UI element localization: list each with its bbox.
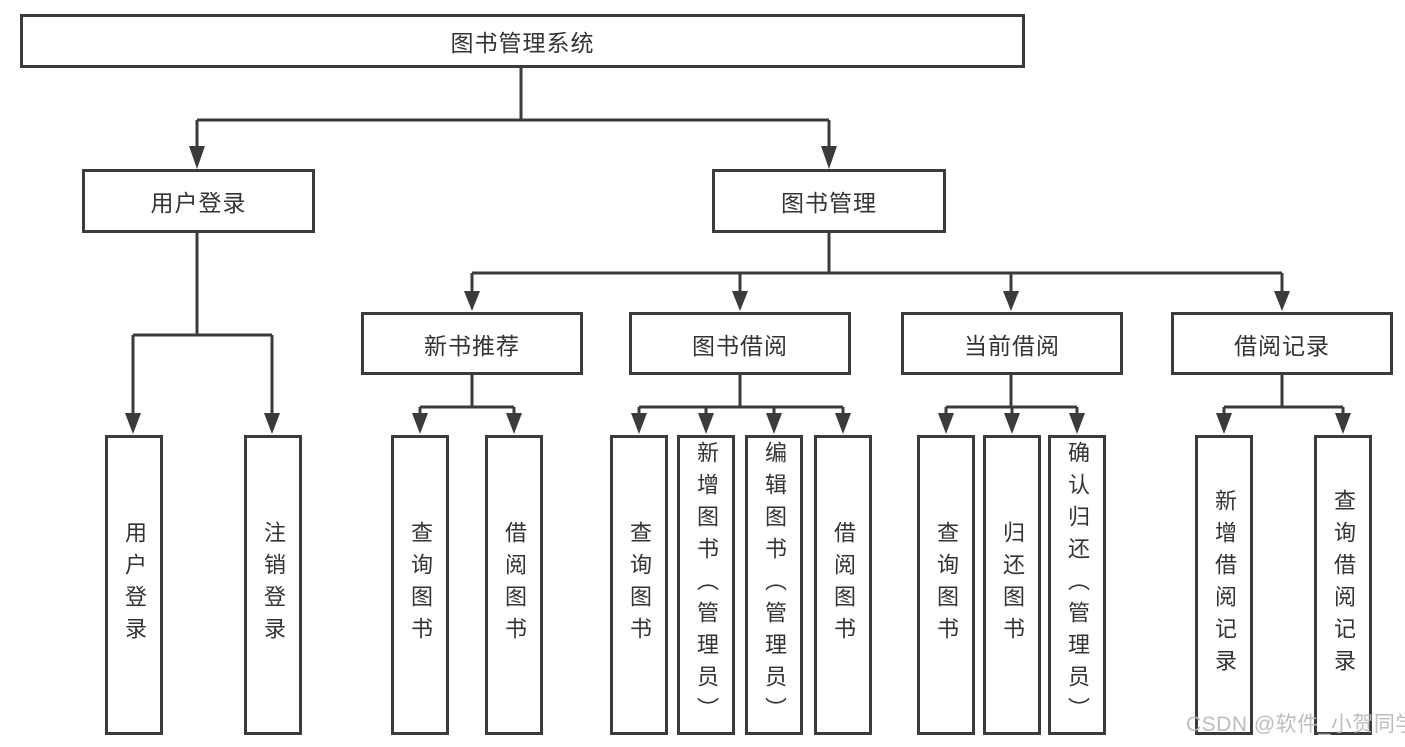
leaf-logout: 注销登录: [244, 435, 302, 735]
leaf-return-books: 归还图书: [983, 435, 1041, 735]
leaf-borrow-books: 借阅图书: [814, 435, 872, 735]
leaf-label: 借阅图书: [502, 521, 527, 649]
node-label: 新书推荐: [424, 332, 520, 359]
node-label: 图书管理系统: [450, 30, 595, 56]
node-book-borrow: 图书借阅: [629, 312, 851, 375]
node-current-borrow: 当前借阅: [901, 312, 1123, 375]
leaf-add-books-admin: 新增图书（管理员）: [677, 435, 735, 735]
leaf-edit-books-admin: 编辑图书（管理员）: [745, 435, 803, 735]
leaf-label: 编辑图书（管理员）: [762, 441, 787, 729]
leaf-label: 查询借阅记录: [1331, 489, 1356, 681]
node-label: 用户登录: [150, 190, 247, 216]
leaf-query-borrow-record: 查询借阅记录: [1314, 435, 1372, 735]
leaf-add-borrow-record: 新增借阅记录: [1195, 435, 1253, 735]
node-user-login: 用户登录: [82, 169, 315, 233]
node-book-management: 图书管理: [712, 169, 946, 233]
leaf-label: 查询图书: [627, 521, 652, 649]
leaf-label: 归还图书: [1000, 521, 1025, 649]
node-root-system: 图书管理系统: [20, 14, 1025, 68]
node-label: 图书借阅: [692, 332, 788, 359]
leaf-label: 查询图书: [934, 521, 959, 649]
leaf-label: 查询图书: [408, 521, 433, 649]
leaf-query-books-recommend: 查询图书: [391, 435, 449, 735]
node-borrow-records: 借阅记录: [1171, 312, 1393, 375]
leaf-user-login: 用户登录: [105, 435, 163, 735]
csdn-watermark: CSDN @软件_小贺同学: [1186, 713, 1405, 736]
leaf-label: 用户登录: [122, 521, 147, 649]
leaf-label: 新增借阅记录: [1212, 489, 1237, 681]
leaf-confirm-return-admin: 确认归还（管理员）: [1048, 435, 1106, 735]
node-new-book-recommend: 新书推荐: [361, 312, 583, 375]
leaf-label: 确认归还（管理员）: [1065, 441, 1090, 729]
node-label: 当前借阅: [964, 332, 1060, 359]
leaf-label: 注销登录: [261, 521, 286, 649]
leaf-label: 新增图书（管理员）: [694, 441, 719, 729]
leaf-borrow-books-recommend: 借阅图书: [485, 435, 543, 735]
node-label: 图书管理: [781, 190, 877, 216]
leaf-query-books-current: 查询图书: [917, 435, 975, 735]
leaf-label: 借阅图书: [831, 521, 856, 649]
leaf-query-books-borrow: 查询图书: [610, 435, 668, 735]
node-label: 借阅记录: [1234, 332, 1330, 359]
